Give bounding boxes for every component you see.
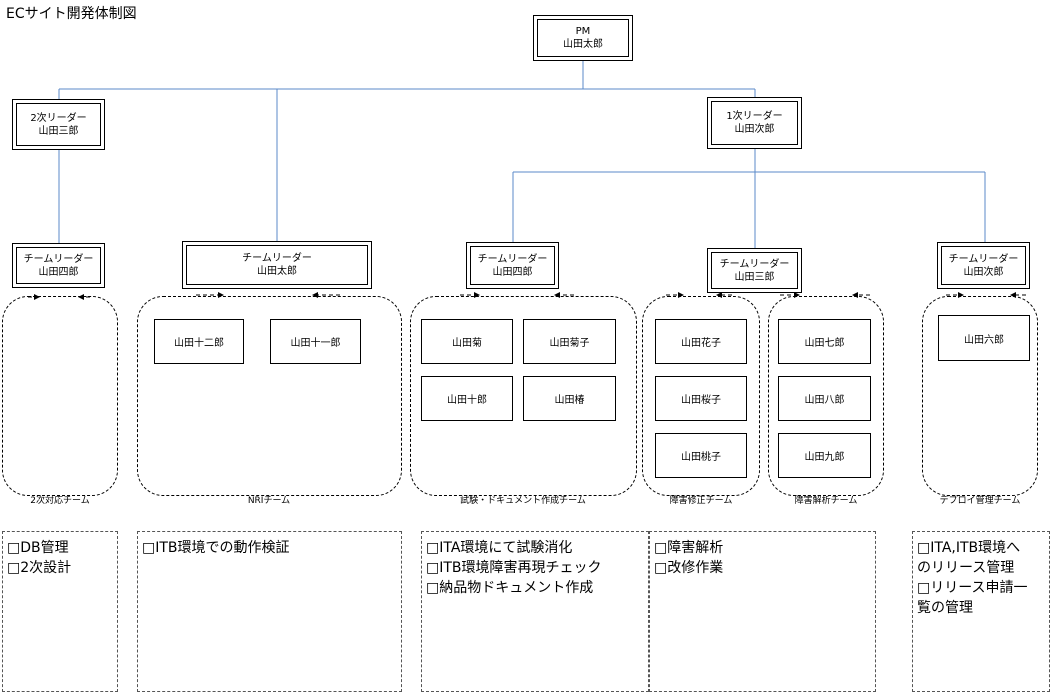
team-leader-role: チームリーダー <box>477 253 548 265</box>
team-leader-node: チームリーダー 山田四郎 <box>12 243 105 288</box>
team-container-analysis <box>768 296 884 496</box>
leader1-name: 山田次郎 <box>734 124 775 135</box>
team-container-2nd <box>2 296 118 496</box>
leader1-node: 1次リーダー 山田次郎 <box>707 97 802 149</box>
leader1-role: 1次リーダー <box>726 111 783 122</box>
team-label: 試験・ドキュメント作成チーム <box>460 496 586 506</box>
task-item: のリリース管理 <box>917 560 1015 576</box>
task-item: □ITB環境での動作検証 <box>142 540 290 556</box>
team-container-nri <box>137 296 402 496</box>
task-note: □ITA,ITB環境へ のリリース管理 □リリース申請一 覧の管理 <box>912 531 1050 692</box>
task-item: □DB管理 <box>7 540 69 556</box>
member-box: 山田桜子 <box>655 376 747 421</box>
team-leader-node: チームリーダー 山田三郎 <box>707 248 802 293</box>
task-note: □ITA環境にて試験消化 □ITB環境障害再現チェック □納品物ドキュメント作成 <box>421 531 649 692</box>
team-leader-name: 山田三郎 <box>734 271 775 283</box>
team-leader-role: チームリーダー <box>719 258 790 270</box>
team-leader-name: 山田四郎 <box>492 266 533 278</box>
team-leader-name: 山田四郎 <box>38 266 79 278</box>
team-container-fix <box>642 296 760 496</box>
team-container-doc <box>410 296 637 496</box>
task-note: □障害解析 □改修作業 <box>649 531 876 692</box>
team-label: 障害修正チーム <box>669 496 733 506</box>
team-leader-role: チームリーダー <box>242 253 312 264</box>
team-label: デプロイ管理チーム <box>939 496 1021 506</box>
member-box: 山田八郎 <box>778 376 871 421</box>
team-leader-node: チームリーダー 山田太郎 <box>182 241 372 289</box>
member-box: 山田菊子 <box>523 319 616 364</box>
team-leader-role: チームリーダー <box>948 253 1019 265</box>
task-item: □納品物ドキュメント作成 <box>426 580 594 596</box>
leader2-role: 2次リーダー <box>30 112 87 124</box>
leader2-name: 山田三郎 <box>38 125 79 137</box>
member-box: 山田桃子 <box>655 433 747 478</box>
member-box: 山田椿 <box>523 376 616 421</box>
member-box: 山田十郎 <box>421 376 513 421</box>
task-note: □ITB環境での動作検証 <box>137 531 402 692</box>
team-container-deploy <box>922 296 1038 496</box>
task-item: 覧の管理 <box>917 600 973 616</box>
team-leader-name: 山田太郎 <box>257 266 297 277</box>
member-box: 山田九郎 <box>778 433 871 478</box>
pm-node: PM 山田太郎 <box>533 15 633 61</box>
page-title: ECサイト開発体制図 <box>6 6 137 22</box>
task-item: □2次設計 <box>7 560 72 576</box>
task-item: □ITA,ITB環境へ <box>917 540 1021 556</box>
team-label: 障害解析チーム <box>794 496 858 506</box>
member-box: 山田十一郎 <box>270 319 361 364</box>
task-item: □ITB環境障害再現チェック <box>426 560 602 576</box>
team-leader-name: 山田次郎 <box>963 266 1004 278</box>
task-item: □障害解析 <box>654 540 724 556</box>
member-box: 山田六郎 <box>938 315 1030 361</box>
task-item: □改修作業 <box>654 560 724 576</box>
team-leader-node: チームリーダー 山田次郎 <box>937 242 1030 289</box>
member-box: 山田花子 <box>655 319 747 364</box>
member-box: 山田七郎 <box>778 319 871 364</box>
team-leader-node: チームリーダー 山田四郎 <box>466 242 559 289</box>
task-note: □DB管理 □2次設計 <box>2 531 118 692</box>
leader2-node: 2次リーダー 山田三郎 <box>12 99 105 150</box>
member-box: 山田菊 <box>421 319 513 364</box>
task-item: □ITA環境にて試験消化 <box>426 540 573 556</box>
team-label: NRIチーム <box>247 496 291 506</box>
team-leader-role: チームリーダー <box>23 253 94 265</box>
task-item: □リリース申請一 <box>917 580 1028 596</box>
member-box: 山田十二郎 <box>154 319 244 364</box>
pm-role: PM <box>575 26 591 37</box>
pm-name: 山田太郎 <box>563 39 603 50</box>
team-label: 2次対応チーム <box>30 496 90 506</box>
